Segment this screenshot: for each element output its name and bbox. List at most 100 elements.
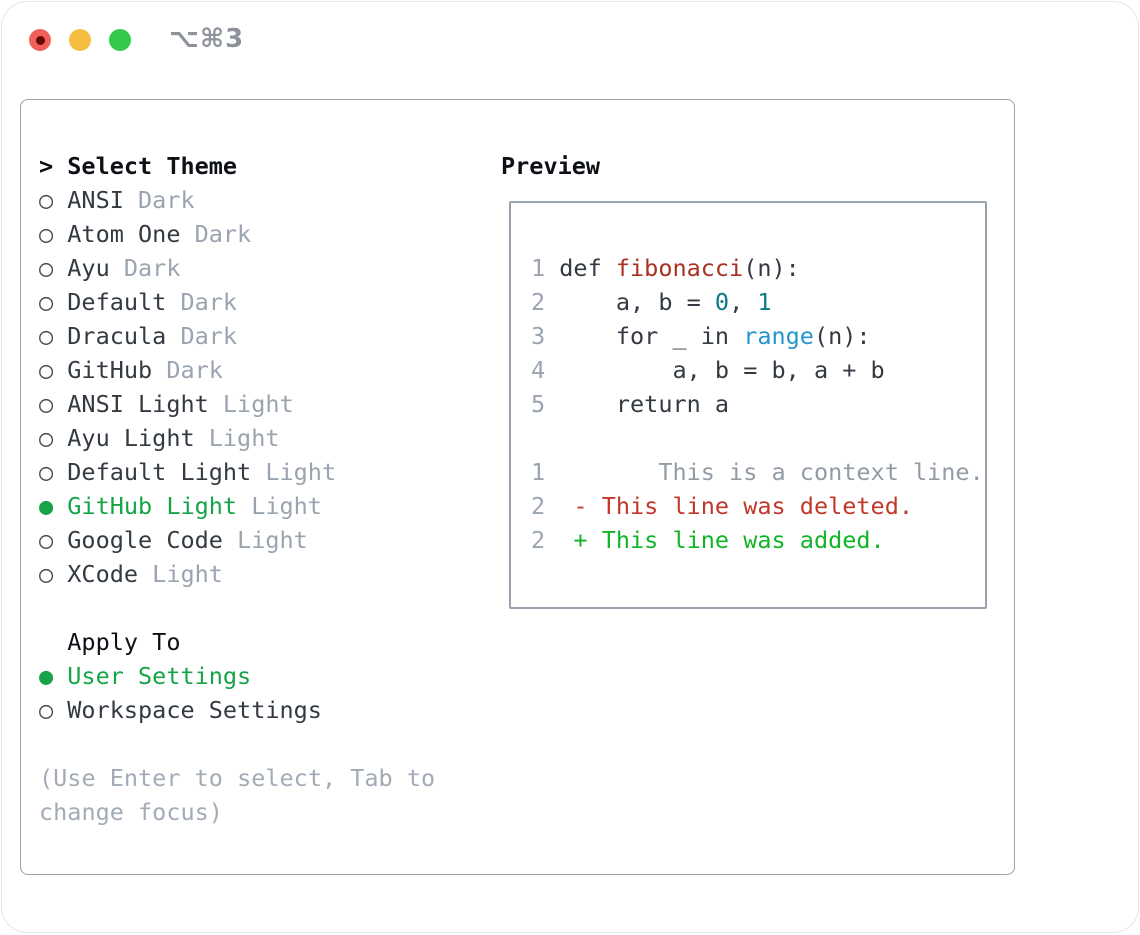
theme-variant-label: Light: [251, 492, 322, 520]
theme-name: Ayu: [67, 254, 110, 282]
code-line: 1 def fibonacci(n):: [531, 251, 985, 285]
theme-variant-label: Light: [237, 526, 308, 554]
line-number: 2: [531, 288, 546, 316]
code-token-plain: (n):: [813, 322, 871, 350]
theme-name: XCode: [67, 560, 139, 588]
preview-title: Preview: [501, 152, 601, 180]
line-number: 4: [531, 356, 546, 384]
code-token-num: 0: [714, 288, 730, 316]
code-token-plain: a, b =: [559, 288, 715, 316]
theme-variant-label: Light: [208, 424, 280, 452]
theme-variant-label: Dark: [123, 254, 181, 282]
theme-item[interactable]: ○ Default Light Light: [39, 455, 435, 489]
theme-name: Google Code: [67, 526, 223, 554]
theme-name: ANSI Light: [67, 390, 209, 418]
select-theme-title-label: Select Theme: [67, 152, 238, 180]
line-number: 2: [531, 526, 546, 554]
record-dot-icon: [35, 35, 45, 45]
line-number: 5: [531, 390, 546, 418]
theme-name: Atom One: [67, 220, 181, 248]
close-button[interactable]: [29, 29, 51, 51]
titlebar-traffic-lights: [29, 29, 131, 51]
apply-option[interactable]: ●User Settings: [39, 659, 435, 693]
hint-line-1: (Use Enter to select, Tab to: [39, 764, 436, 792]
radio-icon: ○: [39, 356, 54, 384]
apply-to-list: ●User Settings ○ Workspace Settings: [39, 659, 435, 727]
minimize-button[interactable]: [69, 29, 91, 51]
theme-variant-label: Light: [152, 560, 223, 588]
theme-name: GitHub: [67, 356, 153, 384]
radio-icon: ○: [39, 390, 54, 418]
theme-name: ANSI: [67, 186, 124, 214]
apply-to-title: Apply To: [39, 625, 435, 659]
tab-shortcut-label: ⌥⌘3: [169, 24, 245, 54]
radio-icon: ○: [39, 458, 54, 486]
code-line: 1 This is a context line.: [531, 455, 985, 489]
code-line: 2 - This line was deleted.: [531, 489, 985, 523]
code-token-del: - This line was deleted.: [559, 492, 913, 520]
radio-icon: ○: [39, 220, 54, 248]
cursor-icon: >: [39, 152, 54, 180]
apply-option[interactable]: ○ Workspace Settings: [39, 693, 435, 727]
theme-item[interactable]: ○ Google Code Light: [39, 523, 435, 557]
code-line: 4 a, b = b, a + b: [531, 353, 985, 387]
spacer: [39, 727, 435, 761]
line-number: 1: [531, 254, 546, 282]
theme-item[interactable]: ○ Ayu Dark: [39, 251, 435, 285]
theme-item[interactable]: ○ ANSI Dark: [39, 183, 435, 217]
theme-variant-label: Dark: [194, 220, 252, 248]
theme-item[interactable]: ● GitHub Light Light: [39, 489, 435, 523]
theme-variant-label: Dark: [180, 288, 238, 316]
radio-icon: ○: [39, 560, 54, 588]
theme-name: Default Light: [67, 458, 252, 486]
radio-icon: ○: [39, 526, 54, 554]
theme-name: Dracula: [67, 322, 167, 350]
code-line: [531, 421, 985, 455]
code-token-plain: a, b = b, a + b: [559, 356, 885, 384]
code-line: 3 for _ in range(n):: [531, 319, 985, 353]
code-token-plain: (n):: [743, 254, 800, 282]
line-number: 2: [531, 492, 546, 520]
theme-item[interactable]: ○ Atom One Dark: [39, 217, 435, 251]
code-token-plain: return a: [559, 390, 730, 418]
theme-name: Ayu Light: [67, 424, 195, 452]
code-token-plain: ,: [729, 288, 758, 316]
select-theme-title: > Select Theme: [39, 149, 435, 183]
radio-icon: ○: [39, 424, 54, 452]
apply-option-label: Workspace Settings: [67, 696, 322, 724]
code-token-add: + This line was added.: [559, 526, 885, 554]
code-token-fn: fibonacci: [615, 254, 744, 282]
radio-icon: ○: [39, 696, 54, 724]
theme-name: GitHub Light: [67, 492, 238, 520]
code-token-plain: def: [559, 254, 616, 282]
spacer: [39, 591, 435, 625]
code-token-plain: for _ in: [559, 322, 744, 350]
apply-option-label: User Settings: [67, 662, 252, 690]
theme-item[interactable]: ○ XCode Light: [39, 557, 435, 591]
theme-variant-label: Dark: [138, 186, 195, 214]
theme-variant-label: Light: [265, 458, 337, 486]
code-token-call: range: [743, 322, 814, 350]
code-line: 5 return a: [531, 387, 985, 421]
theme-name: Default: [67, 288, 167, 316]
theme-variant-label: Light: [222, 390, 294, 418]
radio-icon: ○: [39, 254, 54, 282]
zoom-button[interactable]: [109, 29, 131, 51]
theme-item[interactable]: ○ ANSI Light Light: [39, 387, 435, 421]
line-number: 1: [531, 458, 546, 486]
radio-icon: ●: [39, 492, 54, 520]
radio-icon: ○: [39, 288, 54, 316]
theme-item[interactable]: ○ Ayu Light Light: [39, 421, 435, 455]
hint-line-2: change focus): [39, 798, 223, 826]
code-line: 2 + This line was added.: [531, 523, 985, 557]
theme-item[interactable]: ○ Default Dark: [39, 285, 435, 319]
theme-variant-label: Dark: [180, 322, 238, 350]
radio-icon: ○: [39, 186, 54, 214]
code-line: 2 a, b = 0, 1: [531, 285, 985, 319]
